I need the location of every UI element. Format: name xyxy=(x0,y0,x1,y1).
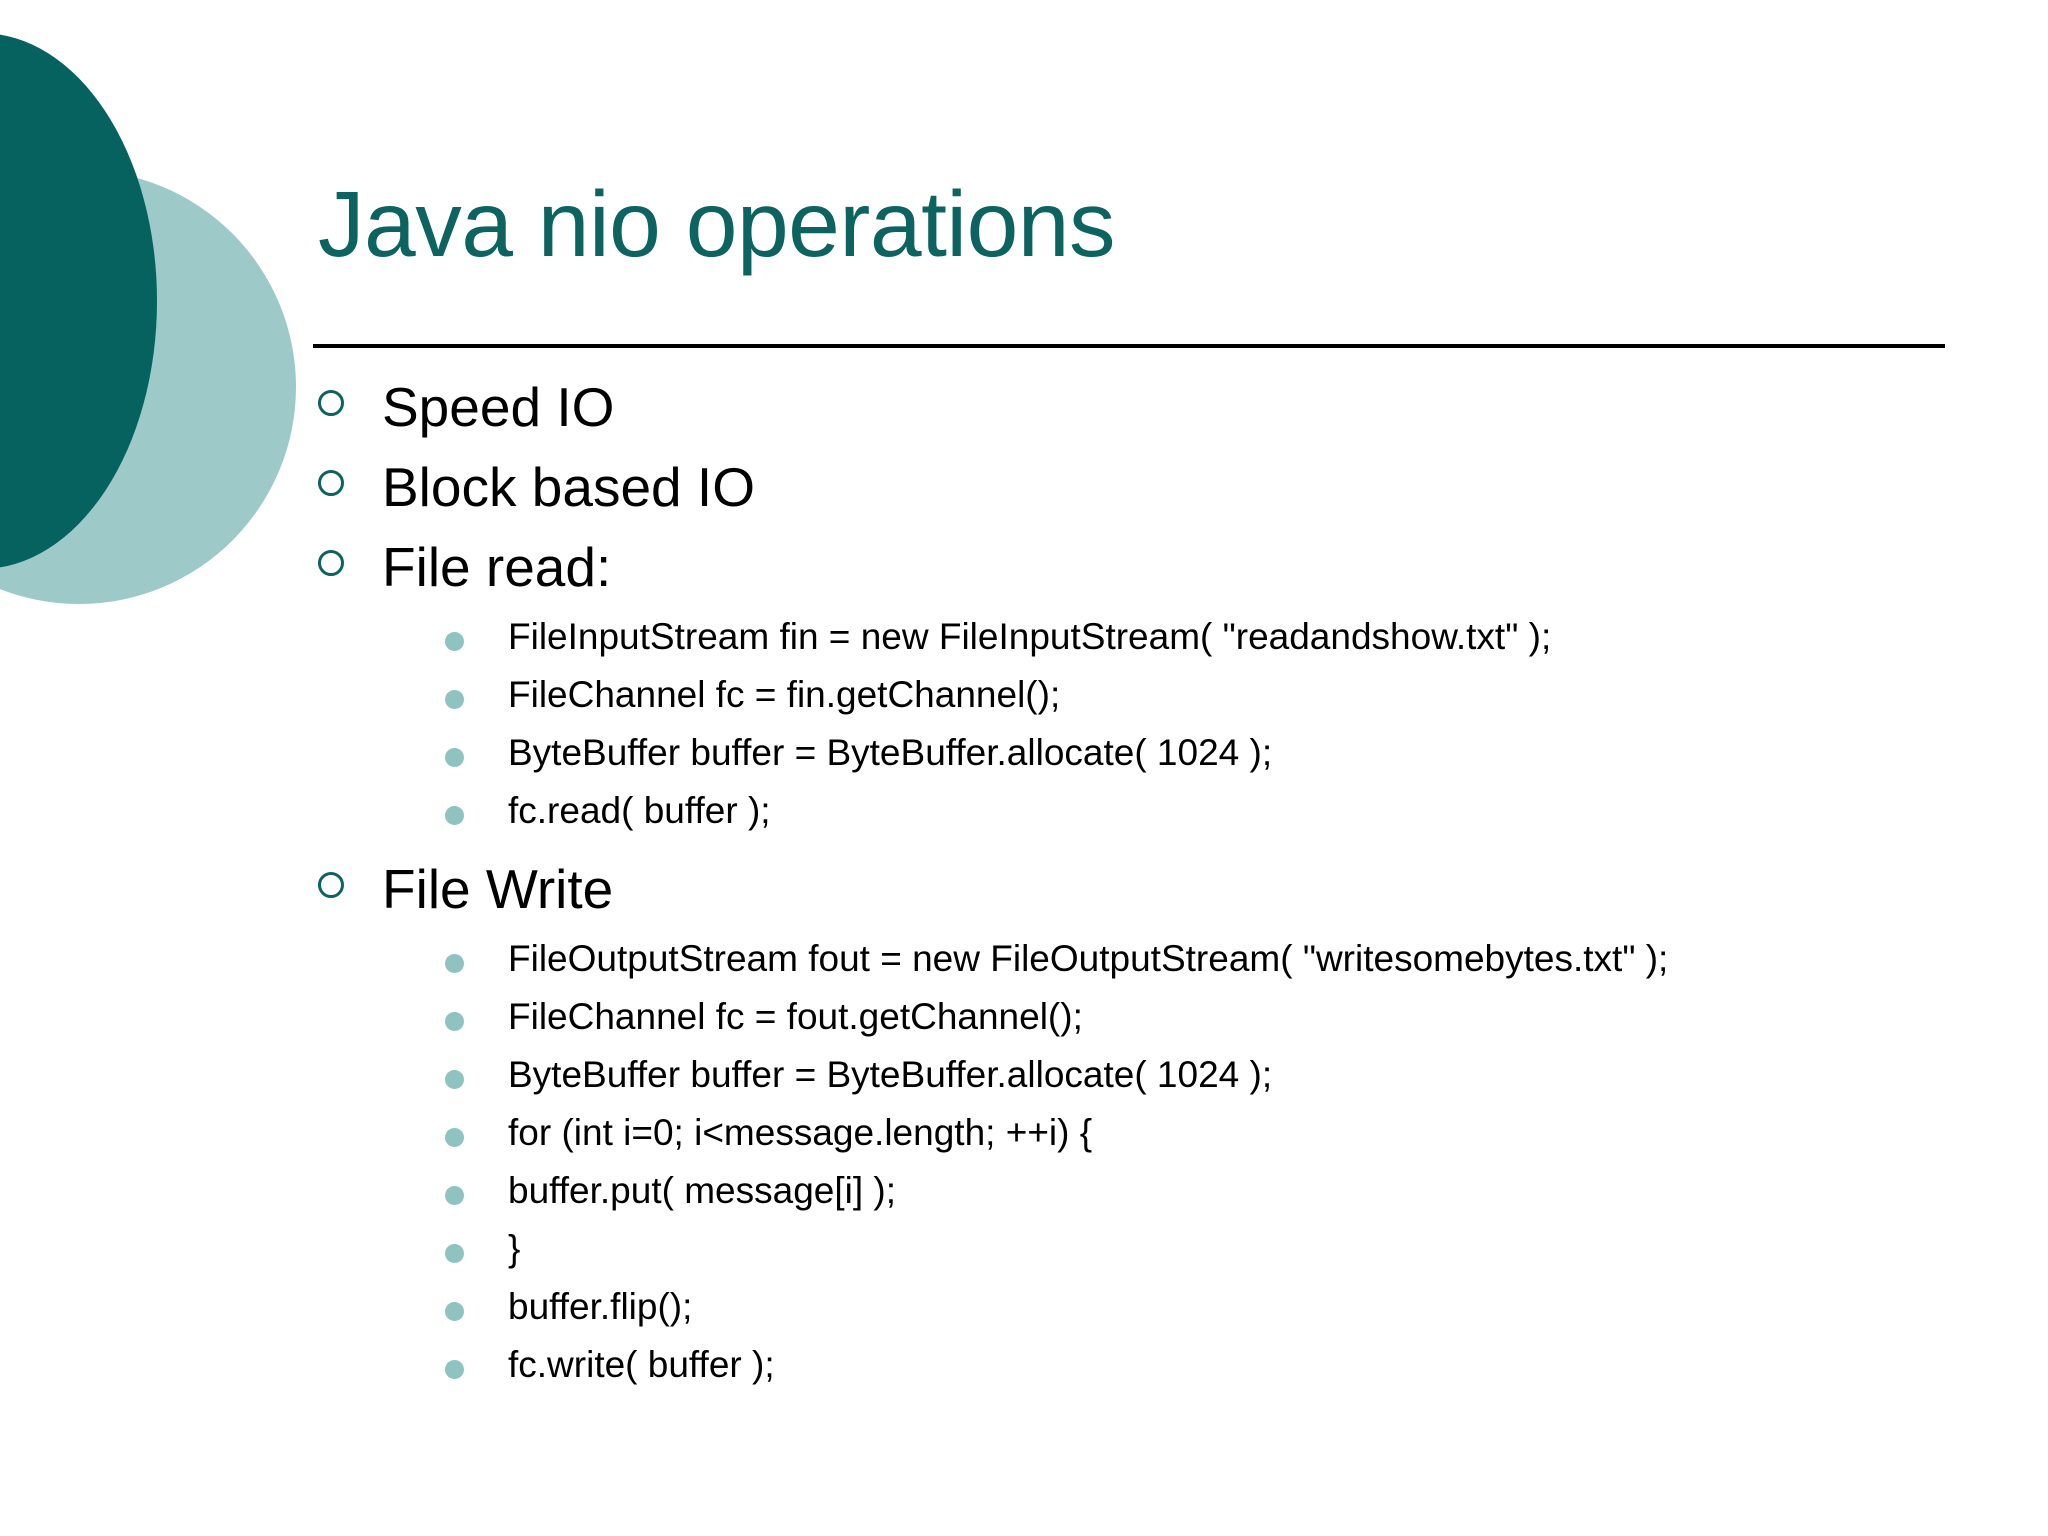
bullet-level1-label: Block based IO xyxy=(382,456,755,518)
bullet-level2: for (int i=0; i<message.length; ++i) { xyxy=(318,1110,1998,1168)
bullet-level2-label: ByteBuffer buffer = ByteBuffer.allocate(… xyxy=(508,732,1273,773)
bullet-level2-label: } xyxy=(508,1228,521,1269)
filled-dot-bullet-icon xyxy=(318,1226,508,1263)
title-divider-rule xyxy=(313,344,1945,348)
bullet-level2: FileOutputStream fout = new FileOutputSt… xyxy=(318,936,1998,994)
filled-dot-bullet-icon xyxy=(318,936,508,973)
bullet-level2: } xyxy=(318,1226,1998,1284)
bullet-level2-label: buffer.flip(); xyxy=(508,1286,693,1327)
hollow-circle-bullet-icon xyxy=(318,856,382,898)
bullet-level2: buffer.put( message[i] ); xyxy=(318,1168,1998,1226)
sublist-file-read: FileInputStream fin = new FileInputStrea… xyxy=(318,614,1998,846)
light-teal-circle-shape xyxy=(0,170,296,604)
bullet-level2-label: ByteBuffer buffer = ByteBuffer.allocate(… xyxy=(508,1054,1273,1095)
filled-dot-bullet-icon xyxy=(318,788,508,825)
bullet-level2-label: fc.write( buffer ); xyxy=(508,1344,775,1385)
filled-dot-bullet-icon xyxy=(318,1284,508,1321)
bullet-level2-label: FileChannel fc = fin.getChannel(); xyxy=(508,674,1061,715)
bullet-level2: buffer.flip(); xyxy=(318,1284,1998,1342)
bullet-level2: fc.read( buffer ); xyxy=(318,788,1998,846)
filled-dot-bullet-icon xyxy=(318,730,508,767)
bullet-level2: fc.write( buffer ); xyxy=(318,1342,1998,1400)
bullet-level2-label: fc.read( buffer ); xyxy=(508,790,771,831)
bullet-level2-label: for (int i=0; i<message.length; ++i) { xyxy=(508,1112,1093,1153)
filled-dot-bullet-icon xyxy=(318,1110,508,1147)
bullet-level1-label: File read: xyxy=(382,536,612,598)
hollow-circle-bullet-icon xyxy=(318,374,382,416)
bullet-level2: FileInputStream fin = new FileInputStrea… xyxy=(318,614,1998,672)
dark-teal-circle-shape xyxy=(0,33,157,569)
bullet-level1-label: File Write xyxy=(382,858,614,920)
bullet-level2: ByteBuffer buffer = ByteBuffer.allocate(… xyxy=(318,730,1998,788)
filled-dot-bullet-icon xyxy=(318,1168,508,1205)
hollow-circle-bullet-icon xyxy=(318,454,382,496)
bullet-level1: File read: xyxy=(318,534,1998,608)
bullet-level1-label: Speed IO xyxy=(382,376,615,438)
filled-dot-bullet-icon xyxy=(318,1342,508,1379)
bullet-level1: Speed IO xyxy=(318,374,1998,448)
bullet-level1: Block based IO xyxy=(318,454,1998,528)
slide-title: Java nio operations xyxy=(318,172,1116,276)
filled-dot-bullet-icon xyxy=(318,994,508,1031)
bullet-level1: File Write xyxy=(318,856,1998,930)
slide-body-content: Speed IO Block based IO File read: FileI… xyxy=(318,374,1998,1410)
filled-dot-bullet-icon xyxy=(318,614,508,651)
bullet-level2-label: FileOutputStream fout = new FileOutputSt… xyxy=(508,938,1669,979)
filled-dot-bullet-icon xyxy=(318,1052,508,1089)
sublist-file-write: FileOutputStream fout = new FileOutputSt… xyxy=(318,936,1998,1400)
bullet-level2-label: FileChannel fc = fout.getChannel(); xyxy=(508,996,1083,1037)
bullet-level2-label: buffer.put( message[i] ); xyxy=(508,1170,897,1211)
hollow-circle-bullet-icon xyxy=(318,534,382,576)
bullet-level2: FileChannel fc = fin.getChannel(); xyxy=(318,672,1998,730)
decorative-circles xyxy=(0,0,320,820)
filled-dot-bullet-icon xyxy=(318,672,508,709)
bullet-level2: FileChannel fc = fout.getChannel(); xyxy=(318,994,1998,1052)
bullet-level2-label: FileInputStream fin = new FileInputStrea… xyxy=(508,616,1552,657)
bullet-level2: ByteBuffer buffer = ByteBuffer.allocate(… xyxy=(318,1052,1998,1110)
